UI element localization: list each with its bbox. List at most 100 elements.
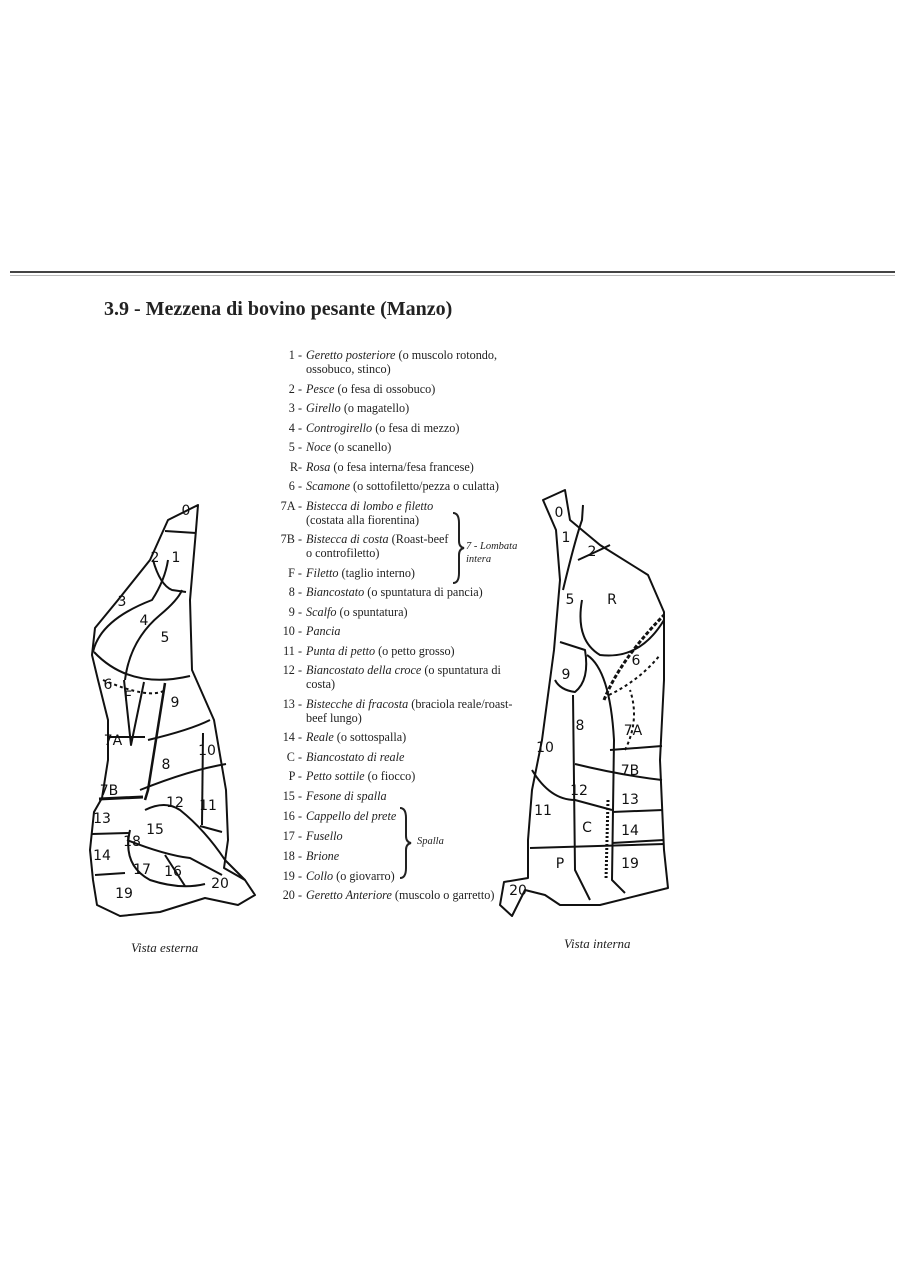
cut-label: 13 xyxy=(93,811,111,827)
cut-label: 6 xyxy=(632,653,641,669)
cut-label: 17 xyxy=(133,862,151,878)
legend-item-name: Filetto xyxy=(306,565,339,580)
cut-label: 5 xyxy=(566,592,575,608)
legend-item-desc: (o spuntatura di pancia) xyxy=(367,585,483,599)
cut-label: 10 xyxy=(536,740,554,756)
left-view-caption: Vista esterna xyxy=(131,940,199,955)
legend-item: 4 -Controgirello (o fesa di mezzo) xyxy=(270,421,530,435)
legend-item: R-Rosa (o fesa interna/fesa francese) xyxy=(270,460,530,474)
legend-item-desc: (o scanello) xyxy=(334,440,392,454)
legend-item-number: 9 - xyxy=(288,604,302,619)
legend-item: 1 -Geretto posteriore (o muscolo rotondo… xyxy=(270,348,530,376)
legend-item-desc: (o fesa interna/fesa francese) xyxy=(333,459,474,474)
legend-item: 14 -Reale (o sottospalla) xyxy=(270,730,530,744)
legend-item-name: Girello xyxy=(306,401,341,415)
legend-item-number: 16 - xyxy=(282,808,302,823)
legend-item-name: Geretto posteriore xyxy=(306,348,396,362)
page-title: 3.9 - Mezzena di bovino pesante (Manzo) xyxy=(104,298,453,320)
legend-item-desc: (taglio interno) xyxy=(341,565,415,580)
legend-item: 19 -Collo (o giovarro) xyxy=(270,869,530,883)
legend-item: 11 -Punta di petto (o petto grosso) xyxy=(270,644,530,658)
legend-item-name: Scamone xyxy=(306,479,350,493)
legend-item-name: Geretto Anteriore xyxy=(306,888,392,902)
legend-item-name: Collo xyxy=(306,868,334,883)
cut-label: 11 xyxy=(199,798,217,814)
cut-label: 14 xyxy=(621,823,639,839)
legend-item-name: Pesce xyxy=(306,381,335,396)
legend-item-name: Scalfo xyxy=(306,604,337,619)
legend-item: 13 -Bistecche di fracosta (braciola real… xyxy=(270,697,530,725)
legend-item-desc: (o muscolo rotondo, ossobuco, stinco) xyxy=(306,348,498,376)
cut-label: 12 xyxy=(166,795,184,811)
cut-label: 16 xyxy=(164,864,182,880)
cut-label: 18 xyxy=(123,834,141,850)
legend-item: 12 - Biancostato della croce (o spuntatur… xyxy=(270,663,530,691)
legend-item-number: 7B - xyxy=(280,532,302,546)
legend-item-number: R- xyxy=(289,459,302,474)
cut-label: 15 xyxy=(146,822,164,838)
cut-label: 6 xyxy=(104,677,113,693)
legend-item-desc: (costata alla fiorentina) xyxy=(306,512,420,527)
legend-item: 5 -Noce (o scanello) xyxy=(270,440,530,454)
legend-item-number: 20 - xyxy=(282,888,302,902)
legend-item: 10 -Pancia xyxy=(270,624,530,638)
cut-label: 8 xyxy=(162,757,171,773)
legend-item-desc: (o fesa di ossobuco) xyxy=(337,381,436,396)
legend-item-number: 8 - xyxy=(288,585,302,599)
legend-item-name: Fesone di spalla xyxy=(306,788,387,803)
cut-label: 19 xyxy=(621,856,639,872)
cut-label: 3 xyxy=(118,594,127,610)
cut-label: 9 xyxy=(562,667,571,683)
cut-label: 7A xyxy=(624,723,643,739)
cut-label: 5 xyxy=(161,630,170,646)
legend-item-name: Biancostato della croce xyxy=(306,663,422,677)
legend-item-name: Bistecca di costa xyxy=(306,532,389,546)
legend-item: C -Biancostato di reale xyxy=(270,750,530,764)
cut-label: 2 xyxy=(588,544,597,560)
legend-item-number: 17 - xyxy=(282,828,302,843)
cut-label: P xyxy=(556,856,564,872)
legend-item-number: 6 - xyxy=(288,479,302,493)
cut-label: 7B xyxy=(621,763,640,779)
legend-item-desc: (o magatello) xyxy=(343,401,410,415)
legend-item-number: 11 - xyxy=(283,643,302,658)
legend-item-number: 2 - xyxy=(288,381,302,396)
cut-label: 20 xyxy=(509,883,527,899)
legend-item-name: Pancia xyxy=(306,624,341,638)
cut-label: F xyxy=(124,689,132,705)
legend-item-number: F - xyxy=(288,565,302,580)
legend-item: 18 -Brione xyxy=(270,849,530,863)
legend-item: 20 -Geretto Anteriore (muscolo o garrett… xyxy=(270,888,530,902)
legend-item-name: Bistecche di fracosta xyxy=(306,696,409,711)
legend-item-name: Cappello del prete xyxy=(306,808,397,823)
cut-label: 19 xyxy=(115,886,133,902)
cut-label: 1 xyxy=(172,550,181,566)
cut-label: 0 xyxy=(555,505,564,521)
cut-label: 0 xyxy=(182,503,191,519)
legend-item-number: 7A - xyxy=(280,498,302,513)
legend-item: 6 - Scamone (o sottofiletto/pezza o culat… xyxy=(270,479,530,493)
cut-label: 10 xyxy=(198,743,216,759)
legend-item-number: 12 - xyxy=(282,663,302,677)
lombata-group-label: 7 - Lombata intera xyxy=(466,541,518,565)
legend-item-name: Punta di petto xyxy=(306,643,376,658)
legend-item-number: P - xyxy=(288,769,302,783)
legend-item-desc: (o fiocco) xyxy=(367,769,416,783)
cut-label: 13 xyxy=(621,792,639,808)
cut-label: R xyxy=(607,592,617,608)
legend-item-name: Petto sottile xyxy=(306,769,365,783)
right-view-caption: Vista interna xyxy=(564,936,631,951)
legend-item: 3 -Girello (o magatello) xyxy=(270,401,530,415)
cut-label: 7A xyxy=(104,733,123,749)
cut-label: 8 xyxy=(576,718,585,734)
legend-item-desc: (o spuntatura di costa) xyxy=(306,663,501,691)
cut-label: 20 xyxy=(211,876,229,892)
legend-item-name: Reale xyxy=(306,730,334,744)
legend-item-desc: (o sottofiletto/pezza o culatta) xyxy=(353,479,499,493)
legend-item-desc: (o giovarro) xyxy=(336,868,395,883)
legend-item-desc: (o spuntatura) xyxy=(339,604,408,619)
legend-item-desc: (o sottospalla) xyxy=(336,730,407,744)
legend-item-number: 18 - xyxy=(282,848,302,863)
